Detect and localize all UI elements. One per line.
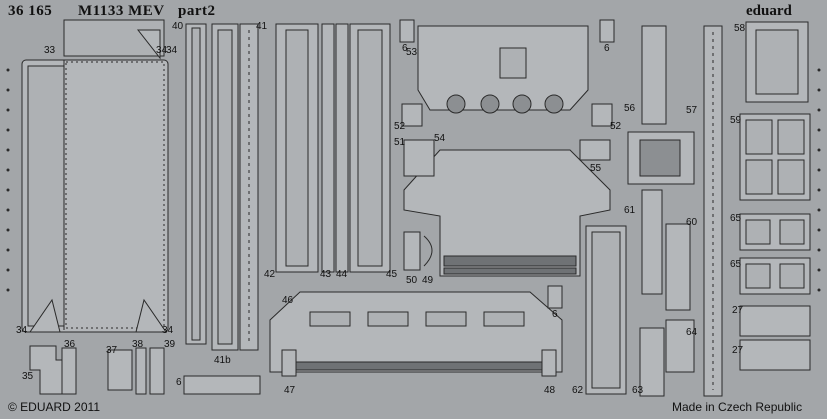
part-number: 63 <box>632 385 644 396</box>
part-number: 44 <box>336 269 348 280</box>
part-60-strip <box>641 189 691 311</box>
part-53-plate <box>417 25 589 114</box>
part-number: 36 <box>64 339 76 350</box>
part-6-tab <box>399 19 415 43</box>
part-34-bracket <box>135 298 167 333</box>
part-number: 38 <box>132 339 144 350</box>
part-number: 27 <box>732 345 744 356</box>
part-6-tab <box>547 285 563 309</box>
part-number: 47 <box>284 385 296 396</box>
part-47-bracket <box>281 349 297 377</box>
part-58-block <box>745 21 809 103</box>
part-51-block <box>403 139 435 177</box>
part-61-block <box>627 131 695 185</box>
part-number: 42 <box>264 269 276 280</box>
part-number: 56 <box>624 103 636 114</box>
part-number: 55 <box>590 163 602 174</box>
part-number: 6 <box>552 309 558 320</box>
part-number: 54 <box>434 133 446 144</box>
copyright: © EDUARD 2011 <box>8 400 100 414</box>
part-6-row <box>183 375 261 395</box>
part-27-row <box>739 305 811 337</box>
part-number: 58 <box>734 23 746 34</box>
part-number: 49 <box>422 275 434 286</box>
part-label: part2 <box>178 3 216 19</box>
part-41-strip <box>211 23 239 351</box>
part-number: 27 <box>732 305 744 316</box>
fret-edge-holes <box>6 68 821 292</box>
part-number: 37 <box>106 345 118 356</box>
part-number: 48 <box>544 385 556 396</box>
part-number: 6 <box>402 43 408 54</box>
part-number: 57 <box>686 105 698 116</box>
part-38-strip <box>135 347 147 395</box>
part-number: 39 <box>164 339 176 350</box>
part-56-strip <box>641 25 667 125</box>
part-39-strip <box>149 347 165 395</box>
part-number: 45 <box>386 269 398 280</box>
part-number: 34 <box>162 325 174 336</box>
part-44-strip <box>335 23 349 273</box>
part-42-strip <box>275 23 319 273</box>
part-63-strip <box>639 327 665 397</box>
part-number: 52 <box>394 121 406 132</box>
set-number: 36 165 <box>8 3 53 19</box>
part-number: 60 <box>686 217 698 228</box>
part-number: 34 <box>16 325 28 336</box>
part-number: 52 <box>610 121 622 132</box>
origin-label: Made in Czech Republic <box>672 400 803 414</box>
part-49-hook <box>423 235 433 267</box>
part-52-pin <box>401 103 423 127</box>
part-65-pair <box>739 257 811 295</box>
part-number: 33 <box>44 45 56 56</box>
part-number: 6 <box>604 43 610 54</box>
part-62-plate <box>585 225 627 395</box>
part-55-clip <box>579 139 611 161</box>
part-number: 34 <box>156 45 168 56</box>
part-33-panel <box>21 19 169 333</box>
part-number: 64 <box>686 327 698 338</box>
part-number: 35 <box>22 371 34 382</box>
part-54-plate <box>403 149 611 277</box>
part-number: 53 <box>406 47 418 58</box>
part-number: 65 <box>730 213 742 224</box>
part-number: 65 <box>730 259 742 270</box>
part-65-pair <box>739 213 811 251</box>
part-50-bolt <box>403 231 421 271</box>
part-36-strip <box>61 347 77 395</box>
part-number: 41 <box>256 21 268 32</box>
part-57-strip <box>703 25 723 397</box>
part-59-block <box>739 113 811 201</box>
part-number: 46 <box>282 295 294 306</box>
part-40-strip <box>185 23 207 345</box>
part-48-bracket <box>541 349 557 377</box>
part-number: 6 <box>176 377 182 388</box>
part-6-tab <box>599 19 615 43</box>
brand-logo: eduard <box>746 3 792 19</box>
part-52-pin <box>591 103 613 127</box>
part-number: 34 <box>166 45 178 56</box>
part-34-bracket <box>136 29 161 60</box>
part-number: 43 <box>320 269 332 280</box>
part-number: 51 <box>394 137 406 148</box>
model-name: M1133 MEV <box>78 3 165 19</box>
part-41b-strip <box>239 23 259 351</box>
part-number: 50 <box>406 275 418 286</box>
part-37-bracket <box>107 349 133 391</box>
part-45-strip <box>349 23 391 273</box>
part-number: 40 <box>172 21 184 32</box>
part-43-strip <box>321 23 335 273</box>
part-number: 62 <box>572 385 584 396</box>
part-34-bracket <box>29 298 61 333</box>
part-46-plate <box>269 291 563 373</box>
part-number: 61 <box>624 205 636 216</box>
part-27-row <box>739 339 811 371</box>
part-number: 41b <box>214 355 231 366</box>
part-64-block <box>665 319 695 373</box>
part-number: 59 <box>730 115 742 126</box>
